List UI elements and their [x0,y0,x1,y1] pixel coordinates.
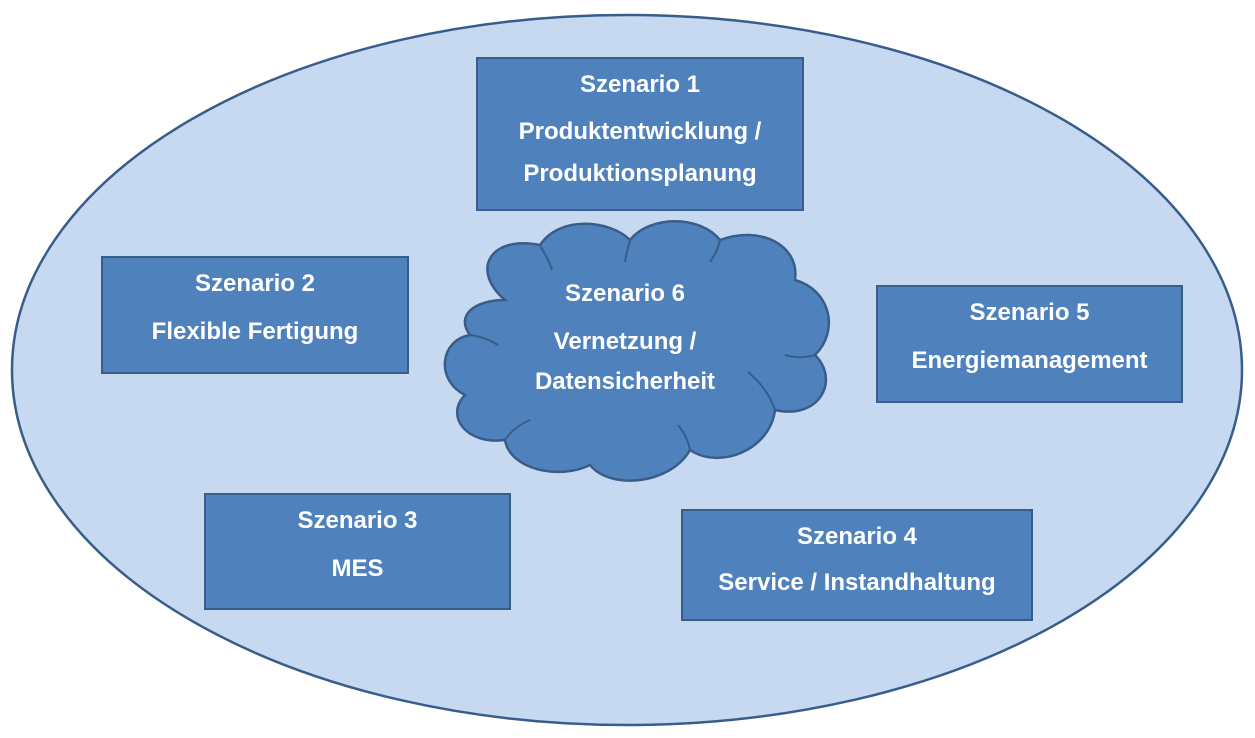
scenario-1-desc-line-1: Produktentwicklung / [518,118,762,145]
scenario-4-title: Szenario 4 [796,523,918,550]
scenario-6-desc-line-1: Vernetzung / [553,328,697,355]
cloud-inner-curve-3 [709,239,721,263]
cloud-inner-curve-1 [539,244,553,271]
cloud-shape [443,220,831,482]
scenario-4-box: Szenario 4 Service / Instandhaltung [681,509,1033,621]
scenario-6-desc-line-2: Datensicherheit [534,368,716,395]
scenario-1-title: Szenario 1 [579,71,701,98]
scenario-4-desc: Service / Instandhaltung [718,569,996,596]
scenario-3-title: Szenario 3 [297,507,418,534]
scenario-6-title: Szenario 6 [564,280,686,307]
scenario-2-box: Szenario 2 Flexible Fertigung [101,256,409,374]
scenario-1-desc-line-2: Produktionsplanung [523,160,757,187]
scenario-6-cloud [443,220,831,482]
scenario-5-box: Szenario 5 Energiemanagement [876,285,1183,403]
cloud-inner-curve-5 [747,371,776,411]
scenario-3-desc: MES [331,555,384,582]
scenario-5-title: Szenario 5 [969,299,1090,326]
scenario-1-box: Szenario 1 Produktentwicklung / Produkti… [476,57,804,211]
cloud-inner-curve-7 [504,419,531,441]
cloud-inner-curve-2 [624,239,631,263]
scenario-5-desc: Energiemanagement [911,347,1148,374]
scenario-3-box: Szenario 3 MES [204,493,511,610]
cloud-inner-curve-4 [784,354,816,359]
scenario-6-text: Szenario 6 Vernetzung / Datensicherheit [480,270,770,402]
cloud-inner-curve-6 [677,424,691,451]
scenario-1-desc: Produktentwicklung / Produktionsplanung [513,111,768,195]
cloud-inner-curve-8 [469,334,499,346]
scenario-6-desc: Vernetzung / Datensicherheit [480,322,770,402]
scenario-2-desc: Flexible Fertigung [151,318,359,345]
scenario-2-title: Szenario 2 [194,270,316,297]
